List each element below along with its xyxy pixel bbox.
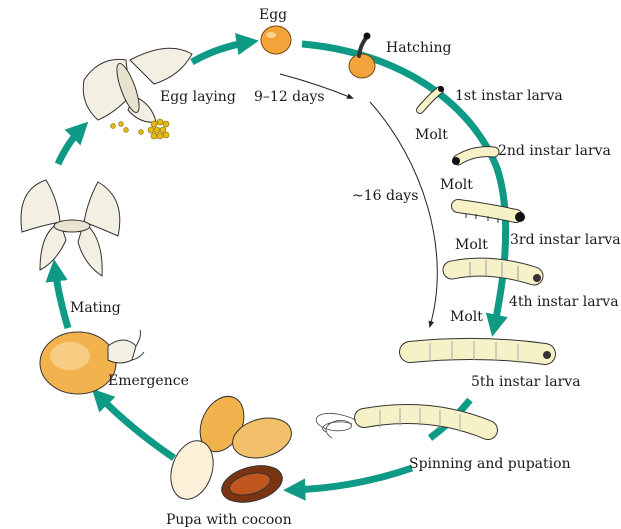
label-emergence: Emergence	[108, 373, 189, 389]
label-molt-2: Molt	[440, 177, 473, 193]
mating-moths-illustration	[21, 180, 120, 276]
label-hatching: Hatching	[386, 40, 452, 56]
label-pupa-cocoon: Pupa with cocoon	[166, 512, 292, 528]
label-2nd-instar: 2nd instar larva	[498, 143, 611, 159]
arrow-mating-to-egg-laying	[58, 128, 82, 164]
label-molt-4: Molt	[450, 309, 483, 325]
arrow-egg-laying-to-egg	[192, 42, 250, 62]
label-molt-3: Molt	[455, 237, 488, 253]
label-larval-duration: ~16 days	[352, 188, 418, 204]
label-egg-duration: 9–12 days	[254, 89, 325, 105]
label-egg: Egg	[259, 7, 287, 23]
larva-2nd-instar	[452, 152, 494, 165]
label-egg-laying: Egg laying	[160, 89, 236, 105]
larva-3rd-instar	[458, 206, 525, 223]
larva-5th-instar	[410, 341, 551, 363]
arrow-emergence-to-mating	[55, 268, 68, 328]
spinning-larva-illustration	[316, 408, 488, 438]
egg-laying-moth-illustration	[83, 48, 192, 122]
label-mating: Mating	[70, 300, 121, 316]
label-3rd-instar: 3rd instar larva	[510, 232, 621, 248]
label-4th-instar: 4th instar larva	[509, 294, 619, 310]
label-molt-1: Molt	[415, 127, 448, 143]
silk-thread	[316, 413, 356, 438]
label-1st-instar: 1st instar larva	[455, 88, 563, 104]
arrow-spinning-to-pupa	[292, 468, 412, 490]
label-5th-instar: 5th instar larva	[471, 374, 581, 390]
arrow-pupa-to-emergence	[98, 395, 174, 458]
egg-illustration	[261, 26, 291, 54]
egg-cluster	[111, 119, 169, 139]
arrow-egg-to-larvae	[302, 44, 506, 328]
label-spinning-pupation: Spinning and pupation	[409, 456, 571, 472]
pupa-cocoon-illustration	[164, 389, 296, 508]
larva-4th-instar	[452, 260, 541, 282]
